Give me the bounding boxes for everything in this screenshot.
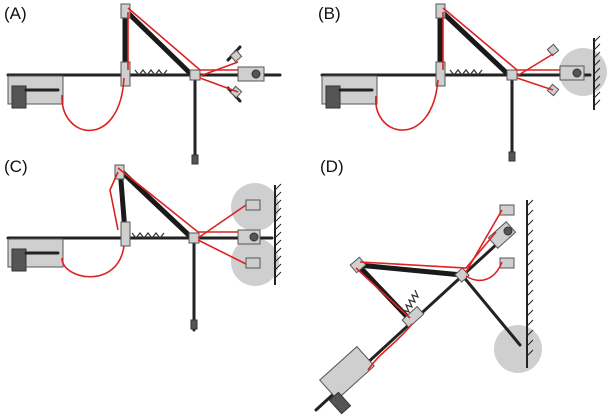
panel-b-wall-hatch xyxy=(593,35,601,107)
panel-b-cable-upper xyxy=(442,7,560,71)
panel-b-label: (B) xyxy=(318,4,341,23)
panel-c-end-pivot xyxy=(249,232,259,242)
panel-a-spring xyxy=(134,69,168,76)
panel-c: (C) xyxy=(4,157,282,332)
panel-d-mast-base-block xyxy=(401,305,425,329)
panel-b-mast-base-block xyxy=(435,61,446,87)
panel-d-cable-loop xyxy=(367,323,413,371)
panel-a-brace xyxy=(122,7,198,81)
panel-a-rod-end xyxy=(191,154,199,165)
panel-d-label: (D) xyxy=(320,157,344,176)
panel-d-actuator-housing xyxy=(319,345,375,401)
panel-c-brace xyxy=(117,167,197,243)
panel-a-label: (A) xyxy=(4,4,27,23)
panel-a-mast-base-block xyxy=(120,61,131,87)
panel-a: (A) xyxy=(4,3,282,165)
panel-b-joint-block xyxy=(506,69,518,81)
panel-a-mast-top-block xyxy=(120,3,131,19)
panel-c-spring xyxy=(131,232,165,239)
panel-c-joint-block xyxy=(188,232,200,244)
panel-c-rod-end xyxy=(190,319,198,330)
panel-c-cable-fingers xyxy=(197,204,247,265)
panel-c-finger-bottom-pad xyxy=(245,257,261,269)
panel-d-motor xyxy=(328,391,352,415)
panel-a-joint-block xyxy=(189,69,201,81)
panel-a-cable-upper xyxy=(127,7,238,71)
panel-b-finger-top-pad xyxy=(546,43,560,57)
panel-a-motor xyxy=(11,85,27,109)
panel-b-spring xyxy=(449,69,483,76)
panel-b-brace xyxy=(437,7,515,81)
panel-d-end-pivot xyxy=(503,226,513,236)
panel-b-rod-end xyxy=(508,151,516,162)
panel-c-wall-hatch xyxy=(274,183,282,279)
panel-d-mast-top-block xyxy=(349,256,367,274)
panel-d-brace xyxy=(355,262,465,278)
panel-b-mast-top-block xyxy=(435,3,446,19)
panel-d-wall-hatch xyxy=(526,199,534,357)
panel-a-end-pivot xyxy=(251,69,261,79)
panel-b: (B) xyxy=(318,3,607,162)
panel-d-cable-mast xyxy=(355,267,411,319)
panel-d-finger-bottom-pad xyxy=(499,257,515,269)
panel-c-motor xyxy=(11,248,27,272)
panel-b-end-pivot xyxy=(572,68,582,78)
panel-c-cable-mast xyxy=(109,171,119,231)
panel-b-motor xyxy=(325,85,341,109)
panel-c-mast-base-block xyxy=(120,221,131,247)
panel-a-cable-fingers xyxy=(199,61,239,93)
panel-d-finger-top-pad xyxy=(499,204,515,216)
panel-c-cable-upper xyxy=(117,167,238,233)
panel-c-label: (C) xyxy=(4,157,28,176)
panel-b-cable-loop xyxy=(375,79,439,131)
panel-a-cable-loop xyxy=(61,77,125,132)
panel-d-contact-region xyxy=(494,325,542,373)
panel-b-cable-fingers xyxy=(516,53,554,91)
panel-c-cable-loop xyxy=(61,245,125,278)
panel-d: (D) xyxy=(314,157,542,415)
panel-a-finger-top-pad xyxy=(229,49,243,63)
panel-d-cable-fingers xyxy=(465,209,503,282)
panel-d-hanging-rod xyxy=(460,273,522,347)
panel-d-cable-upper xyxy=(359,231,497,269)
panel-d-spring xyxy=(402,289,420,313)
panel-d-mast xyxy=(355,262,415,325)
panel-c-finger-top-pad xyxy=(245,199,261,211)
